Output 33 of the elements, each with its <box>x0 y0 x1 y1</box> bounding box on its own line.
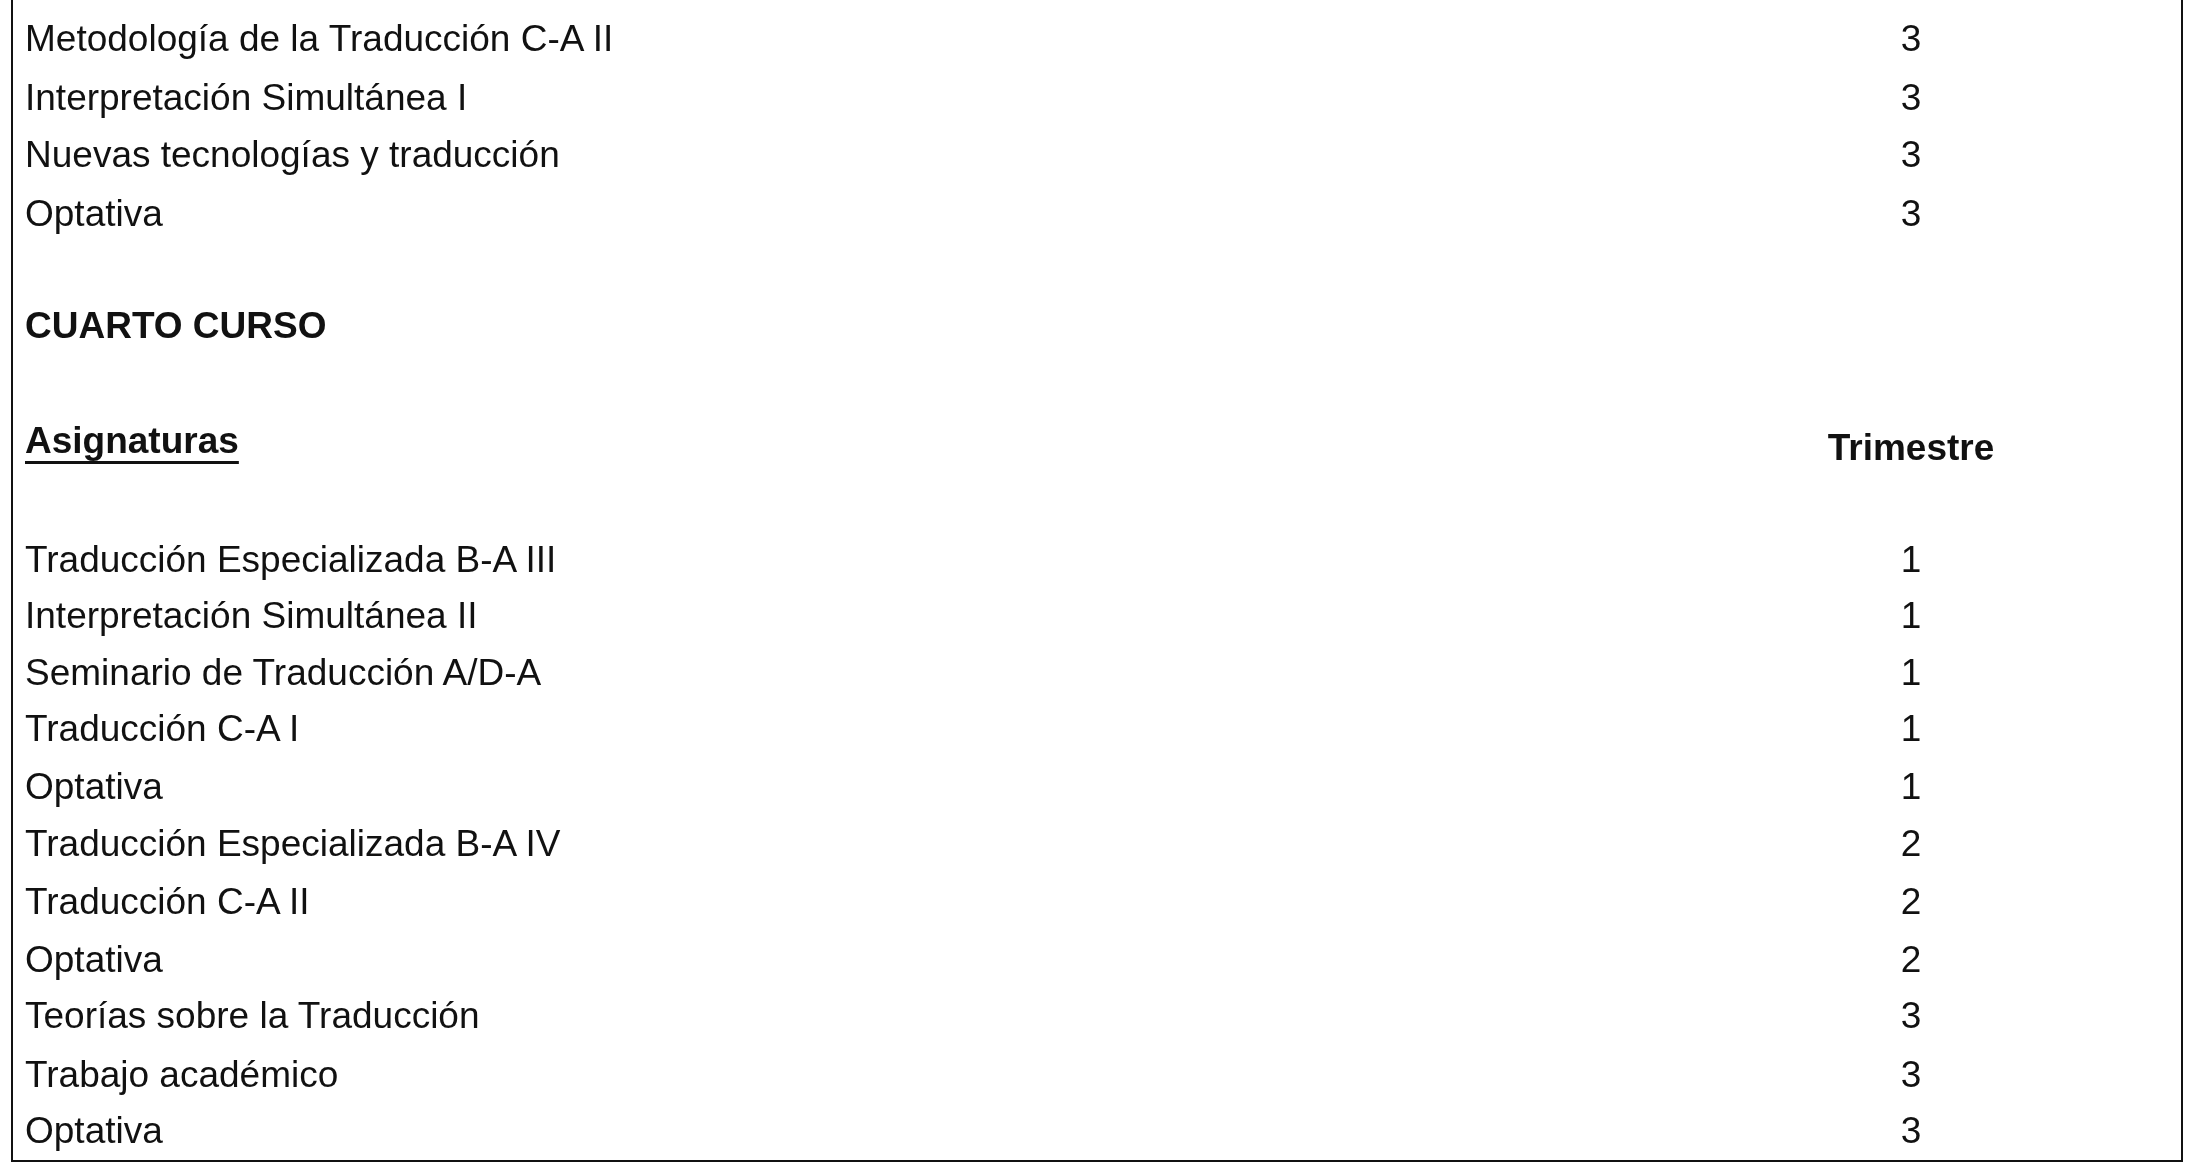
term-number: 1 <box>1900 538 1922 582</box>
subject-name: Optativa <box>25 192 163 236</box>
subject-name: Optativa <box>25 765 163 809</box>
subject-name: Teorías sobre la Traducción <box>25 994 480 1038</box>
term-number: 2 <box>1900 822 1922 866</box>
subject-name: Interpretación Simultánea I <box>25 76 468 120</box>
term-number: 2 <box>1900 880 1922 924</box>
term-number: 2 <box>1900 938 1922 982</box>
subject-name: Traducción C-A I <box>25 707 300 751</box>
term-number: 3 <box>1900 133 1922 177</box>
subject-name: Traducción C-A II <box>25 880 310 924</box>
term-number: 3 <box>1900 17 1922 61</box>
subject-name: Optativa <box>25 1109 163 1153</box>
column-header: Trimestre <box>1827 426 1995 470</box>
subject-name: Trabajo académico <box>25 1053 339 1097</box>
column-header: Asignaturas <box>25 419 239 463</box>
subject-name: Optativa <box>25 938 163 982</box>
subject-name: Nuevas tecnologías y traducción <box>25 133 560 177</box>
subject-name: Interpretación Simultánea II <box>25 594 478 638</box>
term-number: 3 <box>1900 192 1922 236</box>
term-number: 3 <box>1900 76 1922 120</box>
term-number: 3 <box>1900 994 1922 1038</box>
term-number: 1 <box>1900 651 1922 695</box>
term-number: 1 <box>1900 765 1922 809</box>
term-number: 1 <box>1900 594 1922 638</box>
subject-name: Metodología de la Traducción C-A II <box>25 17 614 61</box>
term-number: 1 <box>1900 707 1922 751</box>
section-heading: CUARTO CURSO <box>25 304 327 348</box>
subject-name: Traducción Especializada B-A IV <box>25 822 561 866</box>
subject-name: Seminario de Traducción A/D-A <box>25 651 542 695</box>
subject-name: Traducción Especializada B-A III <box>25 538 557 582</box>
term-number: 3 <box>1900 1053 1922 1097</box>
term-number: 3 <box>1900 1109 1922 1153</box>
